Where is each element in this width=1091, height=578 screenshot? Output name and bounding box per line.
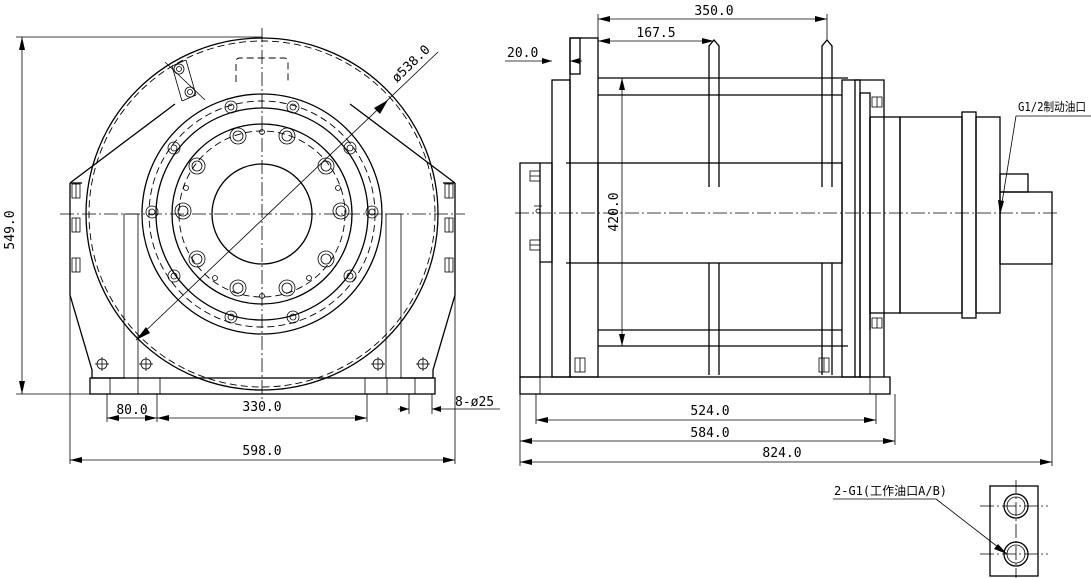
dim-frame-length: 584.0 <box>690 426 729 441</box>
right-plate-slope <box>349 103 456 184</box>
dim-drum-offset: 167.5 <box>636 26 675 41</box>
left-plate-slope <box>69 103 176 184</box>
right-side-plate <box>400 183 456 379</box>
front-view-dimensions <box>16 36 500 464</box>
dim-base-offset: 80.0 <box>116 403 147 418</box>
inner-bolt-ring <box>174 127 350 299</box>
rope-guide-1 <box>708 38 720 187</box>
inner-frame-right <box>385 213 402 378</box>
motor-end <box>975 116 1001 314</box>
motor-shaft-cap <box>999 191 1053 265</box>
inner-frame-left <box>123 213 139 378</box>
dim-flange-thickness: 20.0 <box>507 46 538 61</box>
right-frame-bolts <box>574 96 883 373</box>
top-left-fitting <box>164 59 206 102</box>
brake-port-label: G1/2制动油口 <box>1018 100 1086 114</box>
port-detail-view <box>833 480 1048 578</box>
left-upright <box>551 79 571 378</box>
dim-drum-height: 420.0 <box>607 192 622 231</box>
motor-body <box>899 116 963 314</box>
side-view-dimensions <box>505 14 1053 466</box>
right-flange <box>841 79 861 378</box>
motor-flange <box>961 111 977 319</box>
dim-front-height: 549.0 <box>3 210 18 249</box>
rope-guide-2 <box>821 38 833 187</box>
gearbox-housing <box>869 116 901 314</box>
right-frame <box>854 79 885 377</box>
anchor-bolts <box>95 357 430 371</box>
side-view <box>515 37 1091 395</box>
dim-total-length: 824.0 <box>762 446 801 461</box>
port-block <box>989 485 1039 577</box>
dim-base-length: 524.0 <box>690 404 729 419</box>
outer-bolt-ring <box>145 100 379 324</box>
left-bracket <box>519 162 541 378</box>
left-side-plate <box>69 183 125 379</box>
side-plate-bolts <box>71 183 454 273</box>
dim-drum-diameter: ø538.0 <box>389 42 433 85</box>
dim-bolt-holes: 8-ø25 <box>455 395 494 410</box>
side-base <box>519 376 891 395</box>
base-plate <box>89 377 436 395</box>
dim-total-width-front: 598.0 <box>242 444 281 459</box>
base-blocks <box>89 377 436 395</box>
dim-bolt-spacing: 330.0 <box>242 400 281 415</box>
front-view <box>60 28 465 400</box>
diameter-leader <box>135 51 439 341</box>
dim-drum-length: 350.0 <box>694 4 733 19</box>
work-ports-label: 2-G1(工作油口A/B) <box>834 484 947 498</box>
